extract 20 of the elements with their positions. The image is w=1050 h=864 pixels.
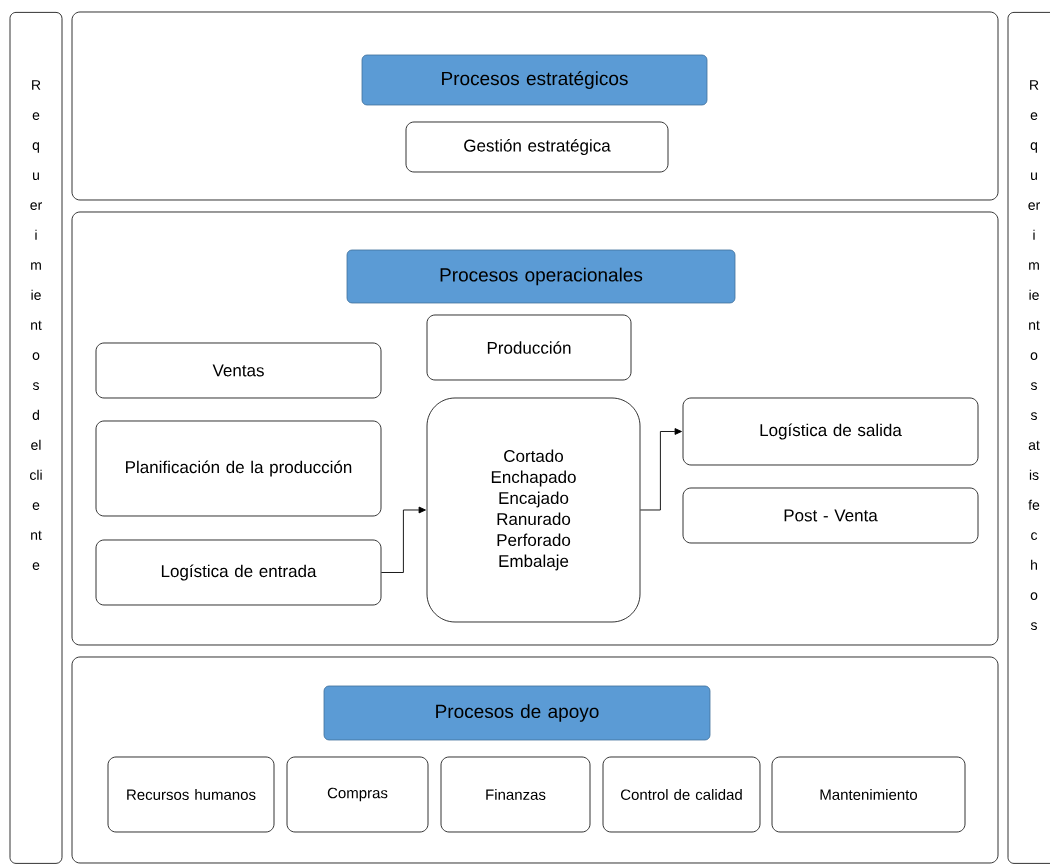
process-box: Cortado Enchapado Encajado Ranurado Perforado Embalaje [426,397,641,623]
process-box: Producción [426,314,632,381]
process-box: Finanzas [440,756,591,833]
section-header: Procesos de apoyo [323,685,711,741]
sidebar-box: Requerimientos del cliente [9,12,63,864]
process-box: Planificación de la producción [95,420,382,517]
process-box: Logística de salida [682,397,979,466]
arrow [639,428,682,511]
process-box: Post - Venta [682,487,979,544]
process-box: Ventas [95,342,382,399]
process-box: Gestión estratégica [405,121,669,173]
process-box: Recursos humanos [107,756,275,833]
process-box: Control de calidad [602,756,761,833]
process-box: Logística de entrada [95,539,382,606]
section-header: Procesos operacionales [346,249,736,304]
process-box: Compras [286,756,429,833]
sidebar-box: Requerimientos satisfechos [1007,12,1050,864]
arrow [380,506,426,573]
process-box: Mantenimiento [771,756,966,833]
section-header: Procesos estratégicos [361,54,708,106]
